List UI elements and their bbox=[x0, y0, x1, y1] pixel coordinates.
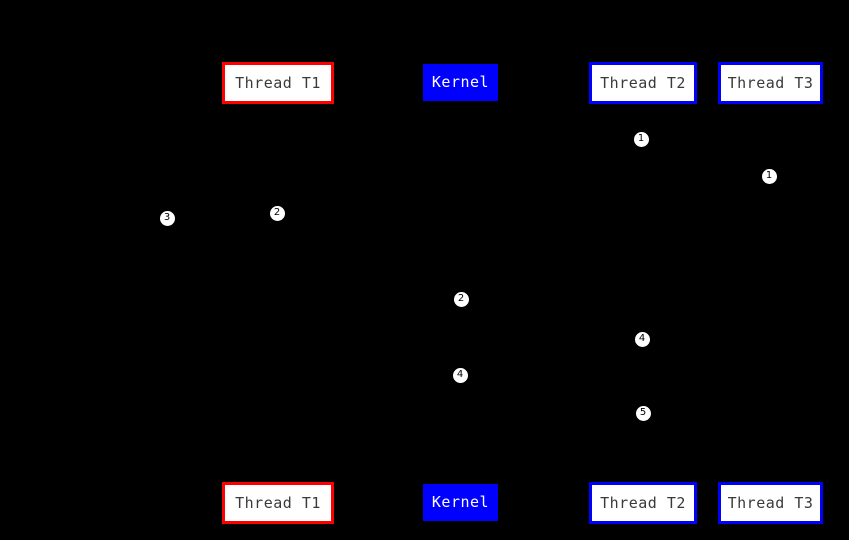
step-marker-m7: 4 bbox=[451, 366, 469, 384]
participant-label-t2-bottom: Thread T2 bbox=[600, 493, 686, 512]
participant-label-t1-bottom: Thread T1 bbox=[235, 493, 321, 512]
participant-box-kernel-top[interactable]: Kernel bbox=[423, 64, 498, 101]
participant-label-t3-bottom: Thread T3 bbox=[727, 493, 814, 512]
participant-box-t3-top[interactable]: Thread T3 bbox=[718, 62, 823, 104]
participant-label-t2-top: Thread T2 bbox=[600, 73, 686, 92]
participant-box-t1-bottom[interactable]: Thread T1 bbox=[222, 482, 334, 524]
participant-box-t2-top[interactable]: Thread T2 bbox=[589, 62, 697, 104]
participant-label-t1-top: Thread T1 bbox=[235, 73, 321, 92]
participant-box-t3-bottom[interactable]: Thread T3 bbox=[718, 482, 823, 524]
step-marker-m8: 5 bbox=[634, 404, 652, 422]
participant-box-t1-top[interactable]: Thread T1 bbox=[222, 62, 334, 104]
participant-label-t3-top: Thread T3 bbox=[727, 73, 814, 92]
step-marker-m5: 2 bbox=[452, 290, 470, 308]
step-marker-m4: 2 bbox=[268, 204, 286, 222]
participant-box-kernel-bottom[interactable]: Kernel bbox=[423, 484, 498, 521]
step-marker-m1: 1 bbox=[632, 130, 650, 148]
participant-label-kernel-bottom: Kernel bbox=[431, 493, 490, 511]
lifeline-t3 bbox=[769, 104, 771, 482]
participant-label-kernel-top: Kernel bbox=[431, 73, 490, 91]
participant-box-t2-bottom[interactable]: Thread T2 bbox=[589, 482, 697, 524]
step-marker-m6: 4 bbox=[633, 330, 651, 348]
step-marker-m2: 1 bbox=[760, 167, 778, 185]
lifeline-t1 bbox=[277, 104, 279, 482]
lifeline-t2 bbox=[642, 104, 644, 482]
step-marker-m3: 3 bbox=[158, 209, 176, 227]
